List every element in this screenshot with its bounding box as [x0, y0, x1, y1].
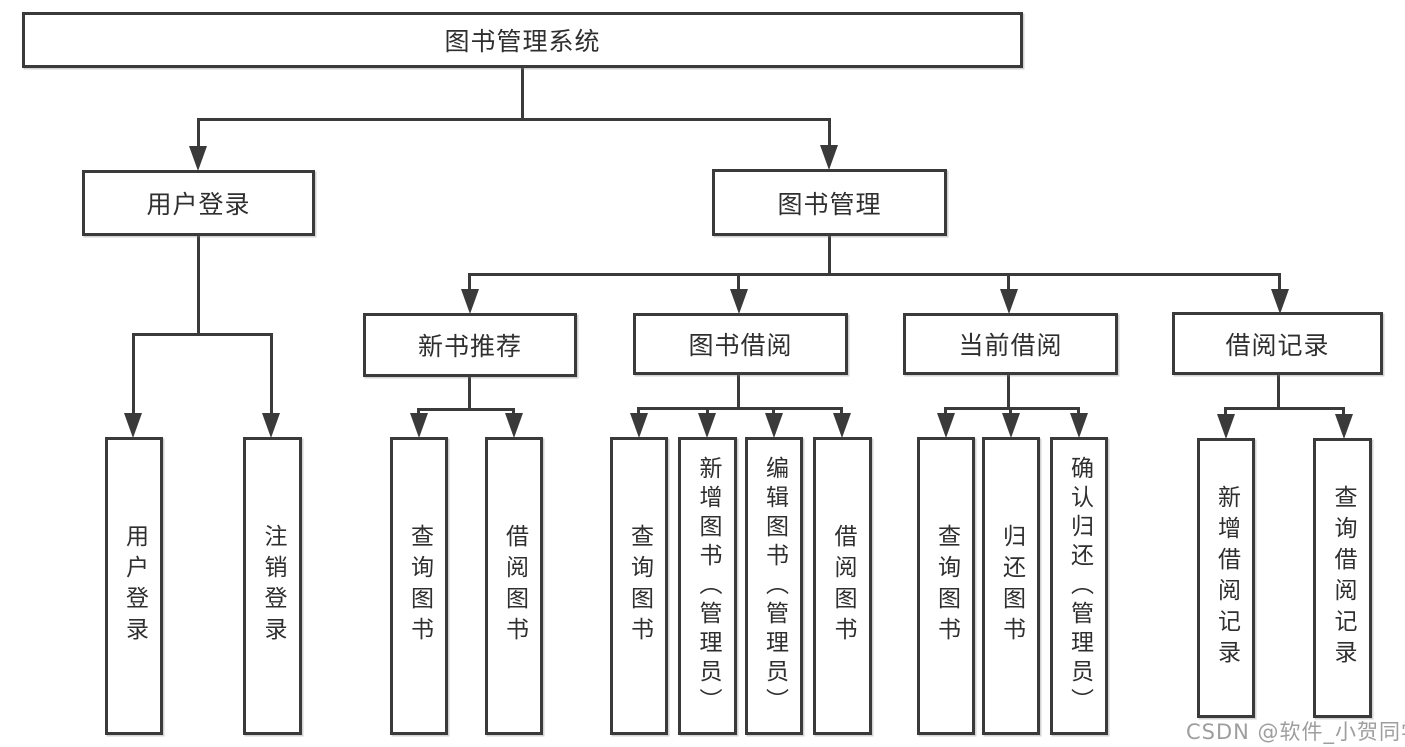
arrow-down-icon — [630, 413, 648, 438]
connector-line — [828, 236, 831, 275]
connector-line — [197, 118, 831, 121]
arrow-down-icon — [262, 413, 280, 438]
connector-line — [270, 333, 273, 413]
connector-line — [468, 273, 1281, 276]
connector-line — [512, 408, 515, 413]
leaf-query-books: 查询图书 — [390, 437, 448, 735]
node-current-borrowing: 当前借阅 — [903, 313, 1118, 375]
connector-line — [1277, 375, 1280, 409]
node-user-login: 用户登录 — [82, 170, 315, 236]
node-new-book-recommendation: 新书推荐 — [363, 313, 577, 377]
connector-line — [1007, 375, 1010, 409]
connector-line — [1342, 407, 1345, 414]
connector-line — [637, 407, 843, 410]
arrow-down-icon — [1070, 413, 1088, 438]
node-book-management: 图书管理 — [712, 169, 947, 236]
leaf-return-books: 归还图书 — [982, 437, 1040, 735]
arrow-down-icon — [730, 289, 748, 314]
csdn-watermark: CSDN @软件_小贺同学 — [1186, 720, 1405, 744]
arrow-down-icon — [1271, 289, 1289, 314]
leaf-confirm-return-admin: 确认归还（管理员） — [1050, 437, 1108, 735]
connector-line — [737, 273, 740, 289]
connector-line — [944, 407, 1080, 410]
connector-line — [521, 67, 524, 120]
leaf-logout: 注销登录 — [243, 437, 302, 735]
arrow-down-icon — [505, 413, 523, 438]
arrow-down-icon — [765, 413, 783, 438]
arrow-down-icon — [461, 289, 479, 314]
leaf-query-books: 查询图书 — [610, 437, 668, 735]
leaf-query-books: 查询图书 — [917, 437, 975, 735]
connector-line — [1224, 407, 1345, 410]
connector-line — [840, 407, 843, 413]
connector-line — [706, 407, 709, 413]
connector-line — [737, 375, 740, 409]
leaf-add-books-admin: 新增图书（管理员） — [678, 437, 737, 735]
connector-line — [828, 118, 831, 145]
arrow-down-icon — [124, 413, 142, 438]
arrow-down-icon — [189, 146, 207, 171]
connector-line — [772, 407, 775, 413]
arrow-down-icon — [1335, 414, 1353, 439]
connector-line — [1077, 407, 1080, 413]
connector-line — [468, 377, 471, 409]
connector-line — [1009, 407, 1012, 413]
arrow-down-icon — [937, 413, 955, 438]
connector-line — [1278, 273, 1281, 289]
node-borrow-records: 借阅记录 — [1172, 312, 1383, 375]
arrow-down-icon — [410, 413, 428, 438]
arrow-down-icon — [1002, 413, 1020, 438]
connector-line — [417, 408, 515, 411]
arrow-down-icon — [698, 413, 716, 438]
connector-line — [1007, 273, 1010, 289]
connector-line — [468, 273, 471, 289]
arrow-down-icon — [1000, 289, 1018, 314]
leaf-add-borrow-record: 新增借阅记录 — [1197, 438, 1255, 718]
arrow-down-icon — [1217, 414, 1235, 439]
leaf-edit-books-admin: 编辑图书（管理员） — [745, 437, 803, 735]
node-book-borrowing: 图书借阅 — [633, 313, 848, 375]
node-library-management-system: 图书管理系统 — [22, 12, 1023, 68]
leaf-query-borrow-record: 查询借阅记录 — [1313, 438, 1372, 718]
connector-line — [417, 408, 420, 413]
arrow-down-icon — [833, 413, 851, 438]
connector-line — [132, 333, 135, 413]
leaf-borrow-books: 借阅图书 — [813, 437, 872, 735]
leaf-borrow-books: 借阅图书 — [485, 437, 543, 735]
arrow-down-icon — [820, 145, 838, 170]
connector-line — [197, 118, 200, 146]
connector-line — [132, 333, 273, 336]
connector-line — [637, 407, 640, 413]
connector-line — [197, 236, 200, 333]
connector-line — [1224, 407, 1227, 414]
leaf-user-login: 用户登录 — [105, 437, 163, 735]
connector-line — [944, 407, 947, 413]
